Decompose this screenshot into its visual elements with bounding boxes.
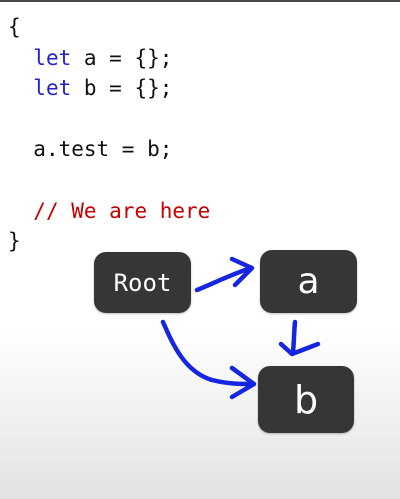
code-let-a-rest: a = {}; [71,45,173,70]
code-line-assignment: a.test = b; [8,134,210,165]
code-comment: // We are here [33,198,211,223]
node-a: a [260,250,357,313]
code-let-b-rest: b = {}; [71,76,173,101]
code-line-let-b: let b = {}; [8,73,210,104]
code-assignment: a.test = b; [33,137,173,162]
arrow-root-to-b [160,319,257,400]
code-line-comment: // We are here [8,196,210,227]
code-line-blank [8,165,210,196]
keyword-let: let [33,45,72,70]
code-line-let-a: let a = {}; [8,43,210,74]
code-block: { let a = {}; let b = {}; a.test = b; //… [8,12,210,257]
top-divider [0,0,400,2]
code-line-blank [8,104,210,135]
node-b: b [258,366,354,433]
keyword-let: let [33,76,72,101]
code-line-close-brace: } [8,229,21,254]
arrow-a-to-b [278,319,321,357]
code-line-open-brace: { [8,15,21,39]
arrow-root-to-a [194,256,255,293]
node-root: Root [94,252,191,313]
